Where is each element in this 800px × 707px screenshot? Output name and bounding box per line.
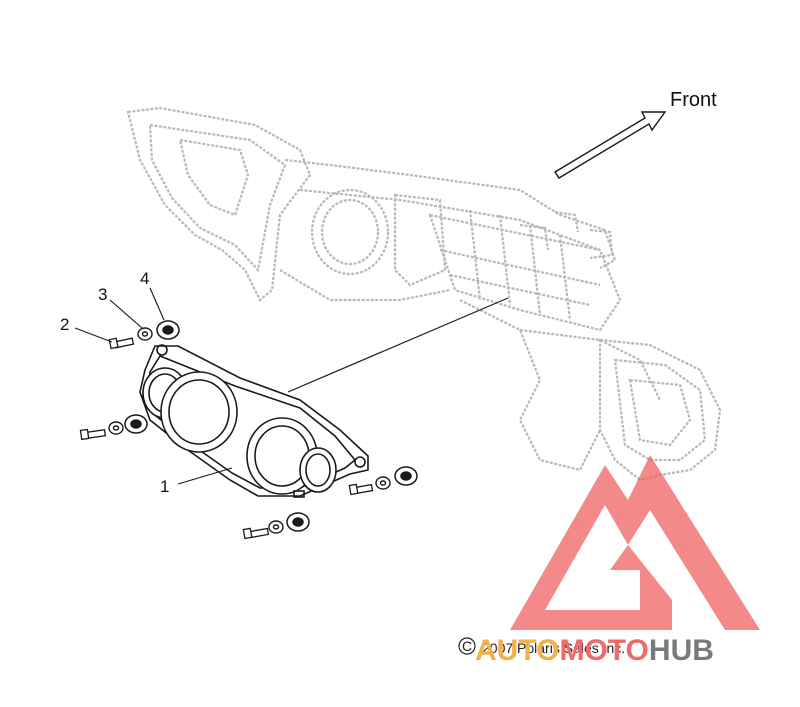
bolt-lower bbox=[242, 527, 270, 540]
watermark-auto: AUTO bbox=[475, 634, 559, 667]
headlight-assembly bbox=[139, 344, 369, 498]
callout-3: 3 bbox=[98, 285, 107, 304]
washer-right bbox=[375, 476, 391, 490]
bolt-right bbox=[348, 483, 374, 496]
bolts bbox=[79, 337, 374, 540]
front-arrow bbox=[554, 111, 667, 179]
callout-1: 1 bbox=[160, 477, 169, 496]
bolt-upper bbox=[108, 337, 135, 350]
watermark-hub: HUB bbox=[649, 634, 714, 667]
callout-leaders bbox=[74, 287, 233, 485]
washer-upper bbox=[137, 327, 153, 341]
washers bbox=[108, 327, 391, 534]
copyright-icon bbox=[458, 637, 476, 655]
callout-2: 2 bbox=[60, 315, 69, 334]
watermark-logo bbox=[510, 455, 760, 630]
frame-assembly bbox=[126, 106, 722, 482]
front-label: Front bbox=[670, 89, 717, 111]
grommet-lower bbox=[286, 512, 310, 532]
washer-lower bbox=[268, 520, 284, 534]
copyright-symbol: C bbox=[462, 638, 472, 654]
washer-left bbox=[108, 421, 124, 435]
watermark-moto: MOTO bbox=[559, 634, 648, 667]
callout-4: 4 bbox=[140, 269, 149, 288]
copyright-notice: C 2007 Polaris Sales Inc. bbox=[458, 637, 625, 656]
bolt-left bbox=[79, 428, 107, 441]
assembly-leader-line bbox=[287, 297, 509, 393]
grommets bbox=[124, 320, 418, 532]
copyright-text: 2007 Polaris Sales Inc. bbox=[482, 640, 625, 656]
grommet-right bbox=[394, 466, 418, 486]
watermark-text: AUTOMOTOHUB bbox=[475, 634, 714, 667]
grommet-upper bbox=[156, 320, 180, 340]
grommet-left bbox=[124, 414, 148, 434]
